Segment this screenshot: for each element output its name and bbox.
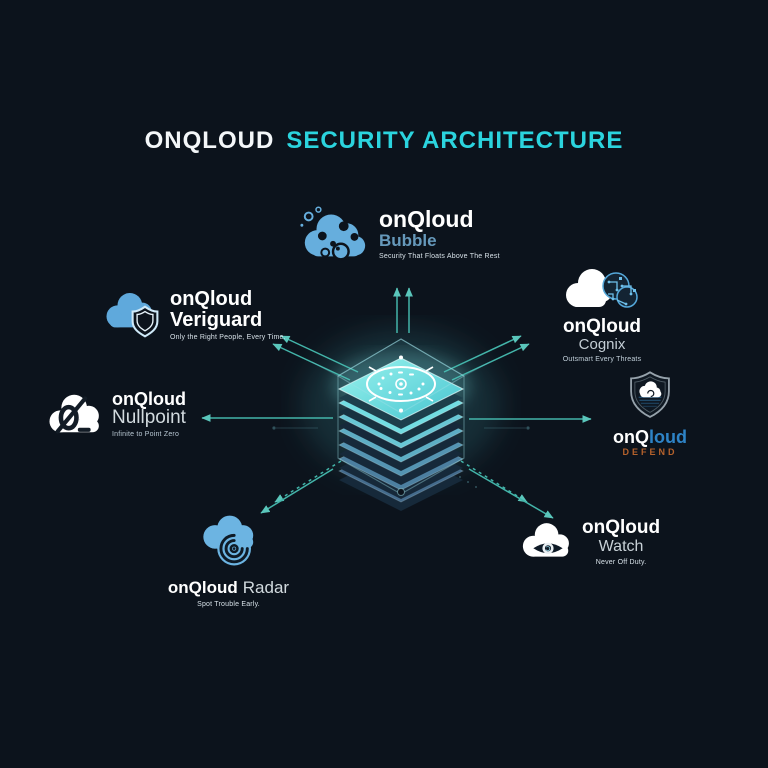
page-title: ONQLOUD SECURITY ARCHITECTURE [0,127,768,155]
node-cognix: onQloud Cognix Outsmart Every Threats [548,262,656,363]
radar-product: Radar [242,578,290,597]
bubble-tagline: Security That Floats Above The Rest [379,253,500,261]
veriguard-tagline: Only the Right People, Every Time. [170,333,286,341]
bubble-brand: onQloud [379,205,474,232]
title-rest: SECURITY ARCHITECTURE [286,127,624,154]
circuit-decoration [272,361,530,488]
nullpoint-product: Nullpoint [112,407,186,429]
cognix-product: Cognix [578,336,626,354]
watch-product: Watch [598,537,644,555]
veriguard-shield-cloud-icon [106,293,159,338]
watch-brand: onQloud [582,517,661,539]
watch-tagline: Never Off Duty. [595,558,647,566]
defend-brand-suffix: loud [649,427,687,447]
core-dial [366,355,436,413]
defend-brand: onQloud [613,428,687,446]
node-veriguard: onQloud Veriguard Only the Right People,… [101,287,286,343]
veriguard-product: Veriguard [170,308,263,331]
watch-eye-cloud-icon [522,523,569,557]
radar-brand: onQloud [167,578,238,597]
defend-shield-icon [630,371,670,418]
cognix-circuit-cloud-icon [566,269,638,308]
defend-brand-prefix: onQ [613,427,649,447]
nullpoint-tagline: Infinite to Point Zero [112,431,180,439]
bubble-cloud-icon [300,206,366,261]
node-nullpoint: onQloud Nullpoint Infinite to Point Zero [44,386,186,442]
cognix-tagline: Outsmart Every Threats [562,356,642,364]
node-watch: onQloud Watch Never Off Duty. [518,516,660,568]
nullpoint-brand: onQloud [112,388,186,409]
bubble-product: Bubble [379,231,437,251]
veriguard-brand: onQloud [170,288,253,311]
node-defend: onQloud DEFEND [598,366,702,458]
cognix-brand: onQloud [562,316,642,337]
node-bubble: onQloud Bubble Security That Floats Abov… [297,201,500,267]
core-stack-illustration [336,338,466,511]
radar-cloud-icon [202,515,253,566]
radar-tagline: Spot Trouble Early. [197,601,260,608]
connector-arrows [201,287,592,519]
nullpoint-cloud-icon [49,394,99,434]
defend-product: DEFEND [622,447,678,458]
title-brand: ONQLOUD [144,127,275,154]
